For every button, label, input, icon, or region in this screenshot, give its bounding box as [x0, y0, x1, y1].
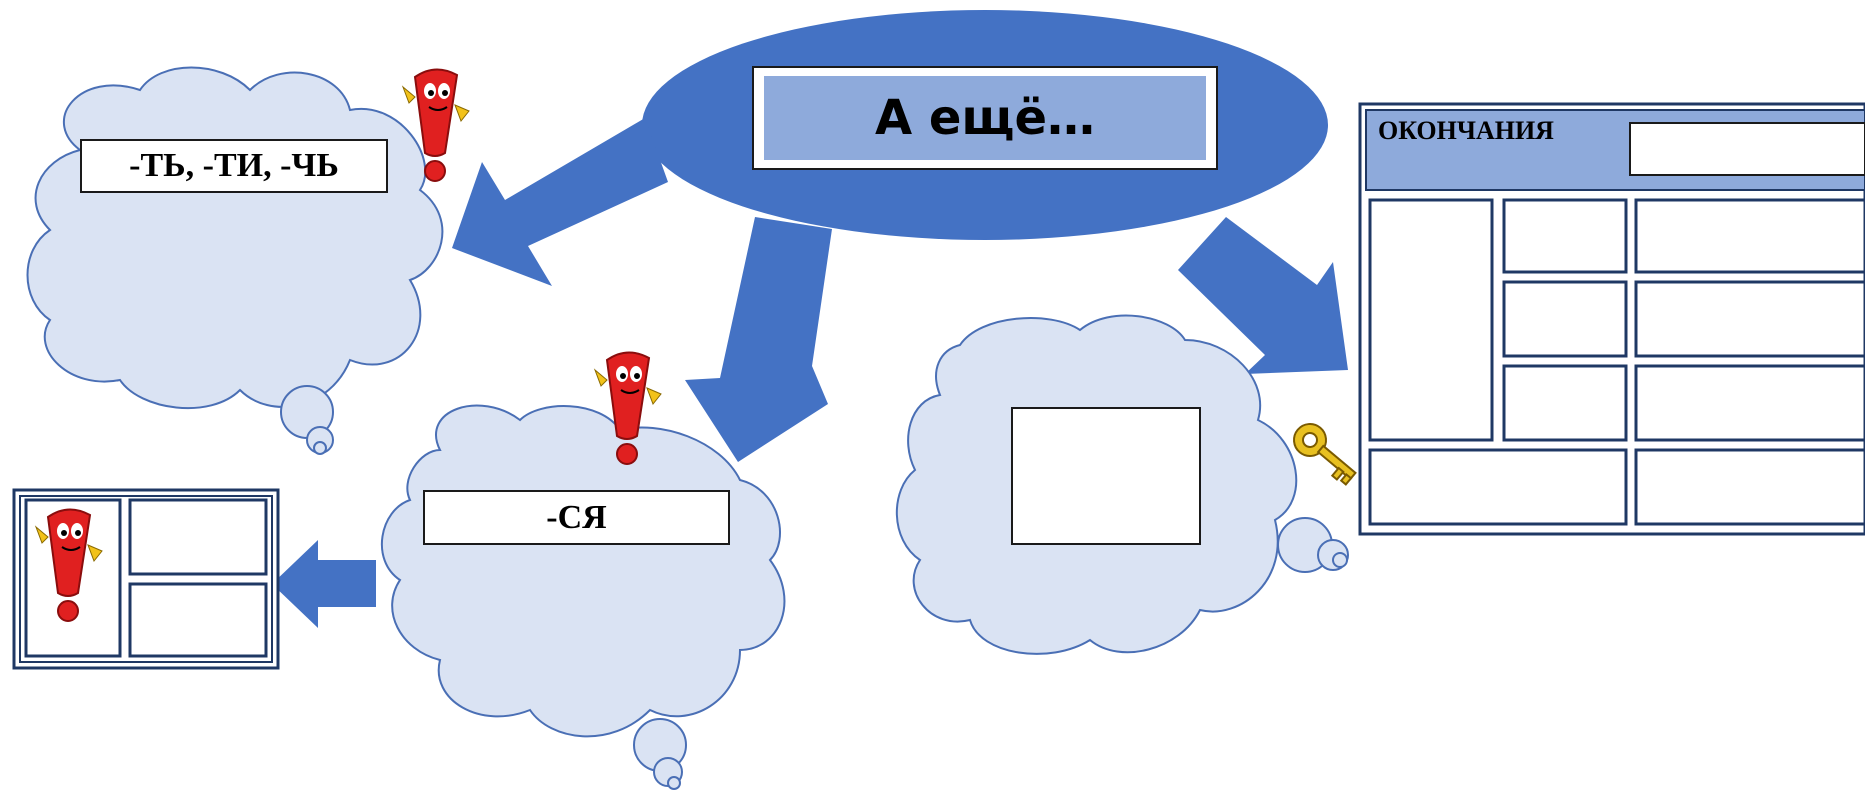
arrow-to-bottom-cloud	[685, 217, 832, 462]
key-icon	[1293, 423, 1357, 486]
thought-cloud-bottom	[381, 404, 786, 790]
arrow-to-right-cloud	[1178, 217, 1348, 374]
arrow-to-left-table	[272, 540, 376, 628]
title-box: А ещё…	[752, 66, 1218, 170]
reflexive-suffix-label: -СЯ	[423, 490, 730, 545]
blank-answer-box	[1011, 407, 1201, 545]
thought-cloud-top-left	[26, 66, 444, 455]
arrow-to-top-left-cloud	[452, 118, 668, 286]
table-header-label: ОКОНЧАНИЯ	[1378, 116, 1554, 145]
title: А ещё…	[764, 76, 1206, 160]
endings-table	[1358, 102, 1865, 536]
endings-infinitive-label: -ТЬ, -ТИ, -ЧЬ	[80, 139, 388, 193]
